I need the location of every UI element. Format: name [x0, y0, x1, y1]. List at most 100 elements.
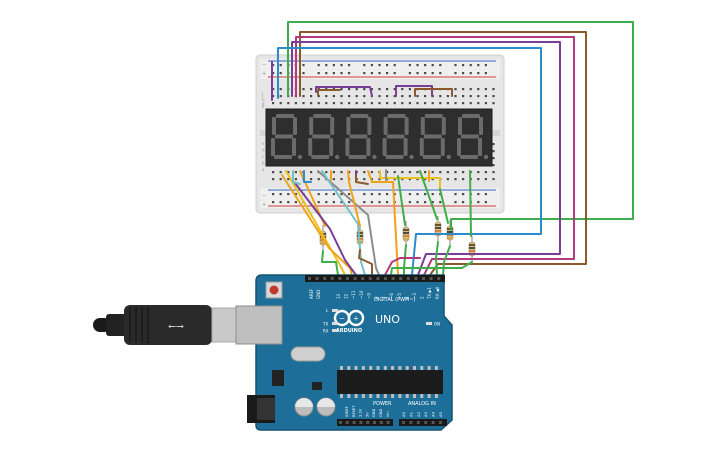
analog-pin-label: A4 [431, 411, 436, 417]
power-header-label: POWER [373, 401, 392, 407]
svg-text:⭠⭢: ⭠⭢ [168, 321, 184, 332]
digital-pin-label: ~9 [366, 293, 371, 299]
analog-header-label: ANALOG IN [408, 401, 436, 407]
digital-pin-label: 4 [404, 296, 409, 299]
voltage-regulator [272, 370, 284, 386]
wire[interactable] [355, 175, 369, 185]
analog-pin-label: A0 [401, 411, 406, 417]
digital-pin-label: ~10 [359, 290, 364, 299]
wire[interactable] [403, 244, 407, 276]
wire[interactable] [287, 21, 634, 231]
aref-label: AREF [309, 288, 314, 299]
wire-group [271, 21, 634, 276]
wire[interactable] [358, 249, 373, 276]
usb-cable-icon[interactable]: ⭠⭢ [93, 305, 239, 345]
infinity-logo-icon: − + [333, 309, 365, 327]
power-pin-label: GND [379, 409, 383, 417]
digital-pin-label: 2 [420, 296, 425, 299]
wire[interactable] [379, 170, 441, 189]
svg-text:−: − [339, 315, 345, 323]
wire[interactable] [419, 170, 438, 220]
digital-header-label: DIGITAL (PWM~) [374, 297, 416, 303]
wire[interactable] [277, 47, 542, 276]
wire[interactable] [321, 250, 339, 276]
analog-header [399, 419, 447, 426]
wire[interactable] [291, 41, 561, 276]
on-led-label: ON [434, 322, 440, 327]
wire[interactable] [315, 86, 373, 97]
power-pin-label: GND [372, 409, 376, 417]
wire[interactable] [397, 175, 406, 226]
power-pin-label: 5V [365, 412, 369, 417]
rail-minus-label: − [262, 62, 266, 68]
row-letter: b [262, 161, 265, 166]
atmega-chip [337, 370, 443, 394]
digital-pin-label: RX ◀0 [435, 286, 440, 299]
row-letter: j [261, 91, 263, 96]
wire[interactable] [303, 170, 312, 183]
wire[interactable] [295, 36, 575, 276]
wire[interactable] [439, 188, 449, 224]
digit [457, 114, 489, 160]
power-pin-label: RESET [352, 405, 356, 417]
wire[interactable] [469, 170, 472, 237]
wire[interactable] [317, 89, 341, 96]
row-letter: d [262, 148, 265, 153]
wire[interactable] [395, 85, 433, 97]
wire[interactable] [294, 182, 357, 276]
row-letter: g [262, 102, 265, 107]
wire[interactable] [390, 261, 473, 276]
digit [345, 114, 377, 160]
row-letter: f [262, 105, 264, 110]
tx-led-label: TX [322, 322, 328, 327]
row-letter: i [262, 95, 263, 100]
analog-pin-label: A2 [416, 411, 421, 417]
digital-pin-label: 13 [336, 293, 341, 299]
wire[interactable] [435, 241, 439, 276]
power-pin-label: IOREF [345, 406, 349, 417]
crystal-oscillator [290, 346, 326, 362]
rail-plus-label-bottom: + [262, 202, 266, 208]
digital-header [305, 275, 445, 282]
digital-pin-label: 8 [374, 296, 379, 299]
wire[interactable] [281, 174, 353, 276]
seven-segment-display[interactable] [265, 108, 493, 167]
arduino-logo-text: ARDUINO [336, 328, 362, 334]
resistor[interactable] [402, 221, 410, 247]
wire[interactable] [285, 170, 346, 276]
wire[interactable] [321, 170, 366, 276]
board-model-label: UNO [375, 313, 400, 326]
power-header [337, 419, 393, 426]
resistor[interactable] [468, 236, 476, 262]
digital-pin-label: TX ▶1 [427, 286, 432, 300]
l-led-label: L [326, 308, 329, 313]
analog-pin-label: A5 [438, 411, 443, 417]
power-pin-label: 3.3V [359, 408, 363, 417]
wire[interactable] [367, 170, 399, 275]
wire[interactable] [292, 170, 301, 185]
gnd-label: GND [316, 290, 321, 299]
wire[interactable] [442, 245, 451, 276]
wire[interactable] [317, 170, 380, 276]
digital-pin-label: ~5 [397, 293, 402, 299]
digital-pin-label: ~11 [351, 290, 356, 299]
wire[interactable] [384, 257, 421, 276]
row-letter: c [262, 154, 264, 159]
digit [308, 114, 340, 160]
wire[interactable] [347, 170, 361, 227]
wire[interactable] [414, 88, 453, 97]
row-letter: a [262, 167, 265, 172]
digital-pin-label: ~6 [389, 293, 394, 299]
row-letter: h [262, 98, 265, 103]
digital-pin-label: 12 [344, 293, 349, 299]
digit [271, 114, 303, 160]
digit [419, 114, 451, 160]
resistor[interactable] [434, 216, 442, 242]
row-letter: e [262, 141, 265, 146]
power-pin-label: Vin [386, 411, 390, 417]
analog-pin-label: A3 [423, 411, 428, 417]
digit [382, 114, 414, 160]
